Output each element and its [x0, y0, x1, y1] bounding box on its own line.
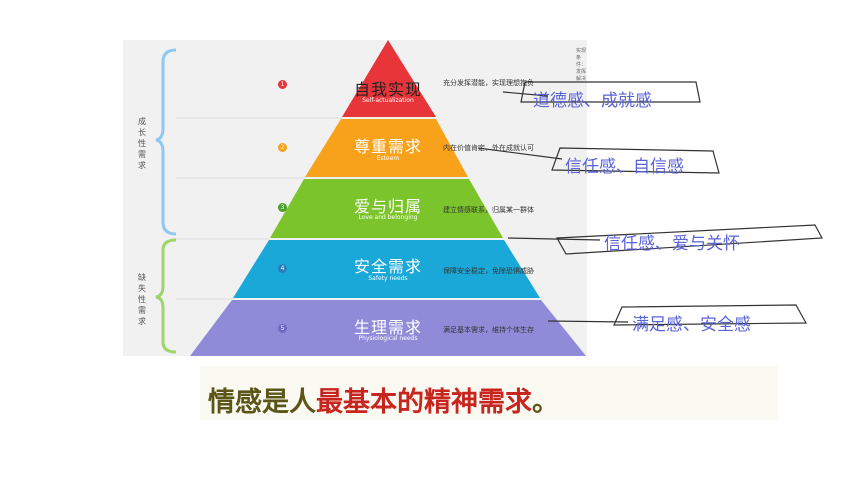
caption-background — [200, 366, 778, 420]
note-box-1 — [520, 81, 701, 103]
note-box-3 — [556, 224, 823, 255]
level-en-self-actualization: Self-actualization — [362, 97, 414, 104]
level-title-safety: 安全需求 — [353, 257, 422, 276]
note-2: 信任感、自信感 — [565, 157, 684, 177]
level-title-self-actualization: 自我实现 — [353, 80, 422, 99]
level-desc-1: 充分发挥潜能，实现理想抱负 — [443, 79, 534, 87]
level-en-safety: Safety needs — [368, 275, 408, 282]
level-desc-5: 满足基本需求，维持个体生存 — [443, 326, 534, 334]
level-desc-2: 内在价值肯定，外在成就认可 — [443, 144, 534, 152]
note-box-2 — [551, 147, 720, 174]
deficit-need-label: 缺失性需求 — [138, 273, 146, 326]
level-number-4: 4 — [278, 264, 287, 273]
level-title-esteem: 尊重需求 — [353, 137, 422, 156]
level-title-physiological: 生理需求 — [353, 318, 422, 337]
note-box-4 — [613, 304, 808, 326]
layer-physiological — [190, 300, 586, 356]
deficit-brace — [155, 238, 177, 354]
level-en-esteem: Esteem — [376, 155, 400, 162]
level-en-physiological: Physiological needs — [358, 335, 418, 342]
note-3: 信任感、爱与关怀 — [604, 234, 740, 254]
note-1: 道德感、成就感 — [533, 91, 652, 111]
growth-brace — [155, 48, 177, 236]
level-desc-4: 保障安全稳定，免除恐惧威胁 — [443, 267, 534, 275]
layer-safety — [233, 240, 540, 298]
layer-self-actualization — [342, 40, 436, 117]
level-number-3: 3 — [278, 203, 287, 212]
level-number-1: 1 — [278, 80, 287, 89]
layer-esteem — [305, 119, 468, 177]
level-desc-3: 建立情感联系，归属某一群体 — [443, 206, 534, 214]
caption-part-1: 情感是人 — [208, 387, 316, 418]
level-number-5: 5 — [278, 324, 287, 333]
side-note: 实现条件：发挥解决 — [576, 48, 587, 82]
note-4: 满足感、安全感 — [632, 315, 751, 335]
level-number-2: 2 — [278, 143, 287, 152]
caption-part-2: 最基本的精神需求 — [316, 387, 532, 418]
layer-love — [270, 179, 503, 238]
caption: 情感是人最基本的精神需求。 — [208, 380, 559, 419]
level-en-love: Love and belonging — [358, 214, 418, 221]
caption-part-3: 。 — [532, 387, 559, 418]
level-title-love: 爱与归属 — [353, 197, 422, 216]
growth-need-label: 成长性需求 — [138, 117, 146, 170]
